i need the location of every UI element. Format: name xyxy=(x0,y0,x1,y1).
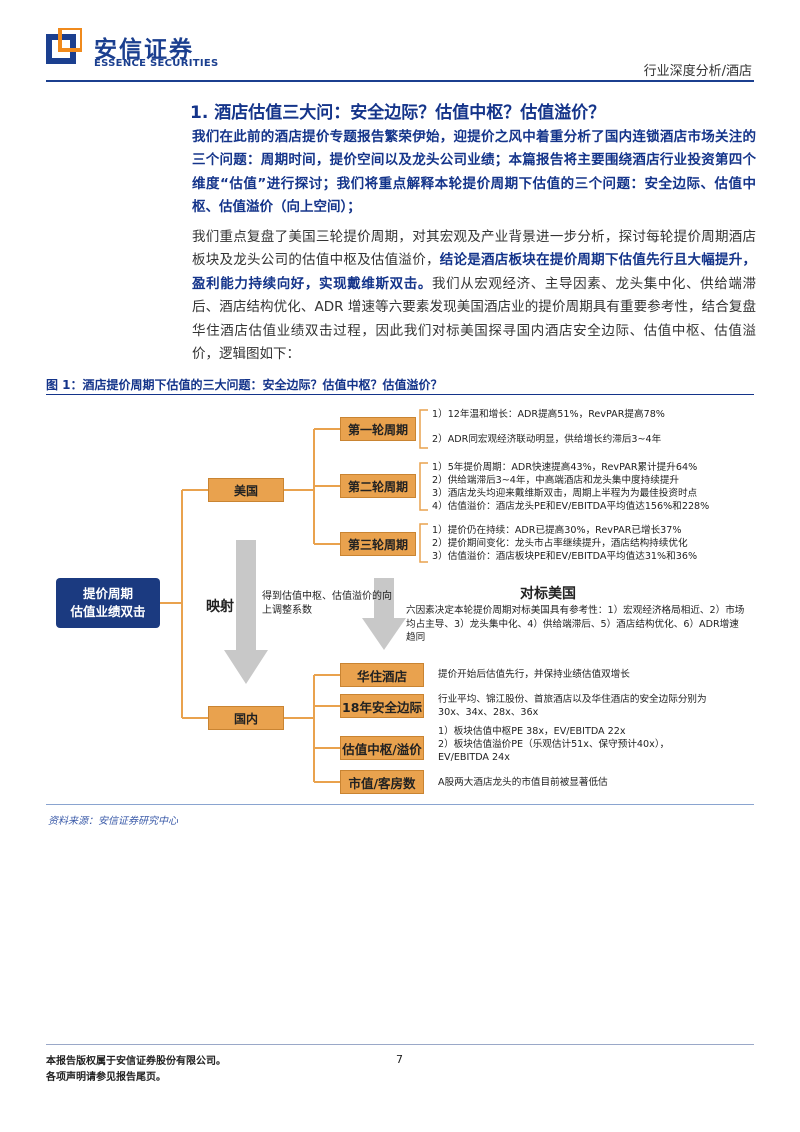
valuation-note-3: EV/EBITDA 24x xyxy=(438,752,510,763)
round3-note-bracket xyxy=(419,523,428,563)
copyright-notice: 本报告版权属于安信证券股份有限公司。 xyxy=(46,1056,226,1067)
round2-note-1: 1）5年提价周期：ADR快速提高43%，RevPAR累计提升64% xyxy=(432,462,698,473)
analysis-text-a: 我们重点复盘了美国三轮提价周期，对其宏观及产业背景进一步分析，探讨每轮提价周期酒… xyxy=(192,229,756,269)
valuation-node: 估值中枢/溢价 xyxy=(340,736,424,760)
marketcap-node: 市值/客房数 xyxy=(340,770,424,794)
adjustment-note: 得到估值中枢、估值溢价的向上调整系数 xyxy=(262,591,392,616)
china-node: 国内 xyxy=(208,706,284,730)
essence-logo-icon xyxy=(46,28,82,64)
root-label-line1: 提价周期 xyxy=(82,586,133,601)
huazhu-note: 提价开始后估值先行，并保持业绩估值双增长 xyxy=(438,669,630,680)
figure-source: 资料来源：安信证券研究中心 xyxy=(48,816,178,827)
round2-note-4: 4）估值溢价：酒店龙头PE和EV/EBITDA平均值达156%和228% xyxy=(432,501,710,512)
intro-paragraph: 我们在此前的酒店提价专题报告繁荣伊始，迎提价之风中着重分析了国内连锁酒店市场关注… xyxy=(192,129,756,216)
mapping-label: 映射 xyxy=(206,599,234,615)
figure-title-divider xyxy=(46,394,754,395)
footer-divider xyxy=(46,1044,754,1045)
section-title: 1. 酒店估值三大问：安全边际？估值中枢？估值溢价？ xyxy=(190,103,606,123)
header-divider xyxy=(46,80,754,82)
valuation-note-1: 1）板块估值中枢PE 38x，EV/EBITDA 22x xyxy=(438,726,626,737)
figure-bottom-divider xyxy=(46,804,754,805)
round2-note-bracket xyxy=(419,462,428,511)
round3-note-2: 2）提价期间变化：龙头市占率继续提升，酒店结构持续优化 xyxy=(432,538,688,549)
huazhu-node: 华住酒店 xyxy=(340,663,424,687)
round1-node: 第一轮周期 xyxy=(340,417,416,441)
round3-note-1: 1）提价仍在持续：ADR已提高30%，RevPAR已增长37% xyxy=(432,525,682,536)
benchmark-title: 对标美国 xyxy=(520,586,576,602)
valuation-note-2: 2）板块估值溢价PE（乐观估计51x、保守预计40x）， xyxy=(438,739,670,750)
mapping-down-arrow-icon xyxy=(224,540,268,684)
disclaimer-notice: 各项声明请参见报告尾页。 xyxy=(46,1072,166,1083)
report-category: 行业深度分析/酒店 xyxy=(643,64,752,79)
round3-note-3: 3）估值溢价：酒店板块PE和EV/EBITDA平均值达31%和36% xyxy=(432,551,698,562)
root-label-line2: 估值业绩双击 xyxy=(70,604,146,619)
round1-note-bracket xyxy=(419,409,428,449)
analysis-text-c: 我们从宏观经济、主导因素、龙头集中化、供给端滞后、酒店结构优化、ADR 增速等六… xyxy=(192,275,757,363)
page-number: 7 xyxy=(396,1053,403,1066)
safety-margin-node: 18年安全边际 xyxy=(340,694,424,718)
round3-node: 第三轮周期 xyxy=(340,532,416,556)
round2-note-3: 3）酒店龙头均迎来戴维斯双击，周期上半程为为最佳投资时点 xyxy=(432,488,698,499)
safety-margin-note-1: 行业平均、锦江股份、首旅酒店以及华住酒店的安全边际分别为 xyxy=(438,694,707,705)
six-factors-note: 六因素决定本轮提价周期对标美国具有参考性：1）宏观经济格局相近、2）市场均占主导… xyxy=(406,605,745,643)
root-node: 提价周期 估值业绩双击 xyxy=(56,578,160,628)
analysis-conclusion: 结论是酒店板块在提价周期下估值先行且大幅提升，盈利能力持续向好，实现戴维斯双击。 xyxy=(192,252,757,292)
logo-english-name: ESSENCE SECURITIES xyxy=(94,58,219,69)
round1-note-1: 1）12年温和增长：ADR提高51%，RevPAR提高78% xyxy=(432,409,665,420)
logo-chinese-name: 安信证券 xyxy=(94,37,194,63)
figure-title: 图 1：酒店提价周期下估值的三大问题：安全边际？估值中枢？估值溢价？ xyxy=(46,378,443,392)
marketcap-note: A股两大酒店龙头的市值目前被显著低估 xyxy=(438,777,608,788)
round1-note-2: 2）ADR同宏观经济联动明显，供给增长约滞后3~4年 xyxy=(432,434,662,445)
round2-node: 第二轮周期 xyxy=(340,474,416,498)
benchmark-down-arrow-icon xyxy=(362,578,406,650)
round2-note-2: 2）供给端滞后3~4年，中高端酒店和龙头集中度持续提升 xyxy=(432,475,680,486)
usa-node: 美国 xyxy=(208,478,284,502)
analysis-paragraph: 我们重点复盘了美国三轮提价周期，对其宏观及产业背景进一步分析，探讨每轮提价周期酒… xyxy=(192,226,756,366)
safety-margin-note-2: 30x、34x、28x、36x xyxy=(438,707,539,718)
